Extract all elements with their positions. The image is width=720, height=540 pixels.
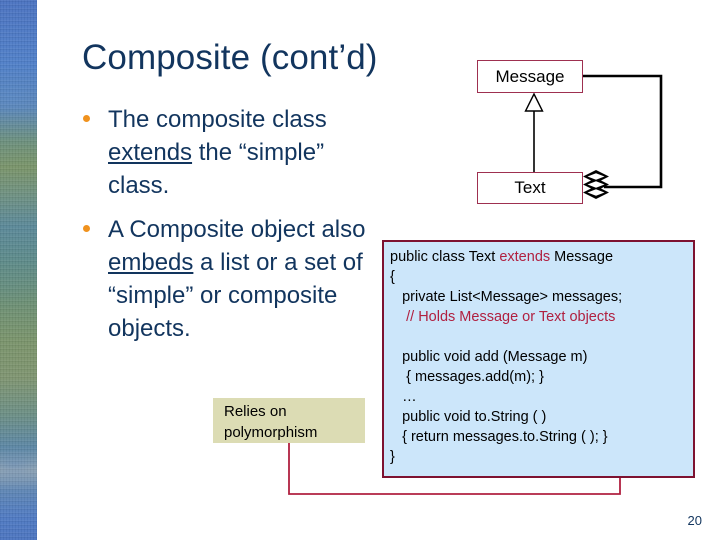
bullet-2-part-2: a list or a set of “simple” or composite… [108, 249, 363, 342]
uml-class-box-message[interactable]: Message [477, 60, 583, 93]
code-line: public void add (Message m) [390, 349, 588, 365]
code-line: { [390, 269, 395, 285]
bullet-1-text: The composite class extends the “simple”… [108, 106, 327, 199]
bullet-1-part-2: the “simple” class. [108, 139, 325, 199]
uml-class-label-message: Message [495, 66, 565, 86]
edge-gradient [0, 0, 37, 540]
bullet-2-part-0: A Composite object also [108, 216, 366, 243]
list-item: A Composite object also embeds a list or… [66, 213, 386, 345]
stack-layers-icon [583, 170, 609, 199]
code-line: … [390, 389, 417, 405]
slide-number: 20 [687, 513, 702, 528]
bullet-2-text: A Composite object also embeds a list or… [108, 216, 365, 342]
code-line-comment: // Holds Message or Text objects [390, 309, 616, 325]
bullet-1-part-0: The composite class [108, 106, 327, 133]
code-line: { return messages.to.String ( ); } [390, 429, 608, 445]
code-seg: Message [550, 249, 614, 265]
note-line-2: polymorphism [224, 424, 318, 441]
uml-class-label-text: Text [514, 178, 546, 197]
callout-note-polymorphism: Relies on polymorphism [213, 398, 365, 443]
code-seg-keyword: extends [499, 249, 551, 265]
list-item: The composite class extends the “simple”… [66, 103, 386, 202]
bullet-dot-icon [83, 225, 90, 232]
inheritance-triangle-icon [524, 92, 544, 112]
note-line-1: Relies on [224, 403, 287, 420]
code-line: private List<Message> messages; [390, 289, 623, 305]
bullet-dot-icon [83, 115, 90, 122]
code-snippet-box: public class Text extends Message { priv… [382, 240, 695, 478]
page-title: Composite (cont’d) [82, 38, 378, 77]
slide-edge-texture [0, 0, 37, 540]
bullet-2-part-1: embeds [108, 249, 194, 276]
code-line: public void to.String ( ) [390, 409, 547, 425]
code-line: } [390, 449, 395, 465]
code-seg: public class Text [390, 249, 500, 265]
code-line: { messages.add(m); } [390, 369, 544, 385]
edge-blotches [0, 0, 37, 540]
uml-class-box-text[interactable]: Text [477, 172, 583, 204]
code-line-blank [390, 327, 687, 347]
edge-noise [0, 0, 37, 540]
code-line: public class Text extends Message [390, 247, 687, 267]
bullet-list: The composite class extends the “simple”… [66, 103, 386, 345]
bullet-1-part-1: extends [108, 139, 193, 166]
